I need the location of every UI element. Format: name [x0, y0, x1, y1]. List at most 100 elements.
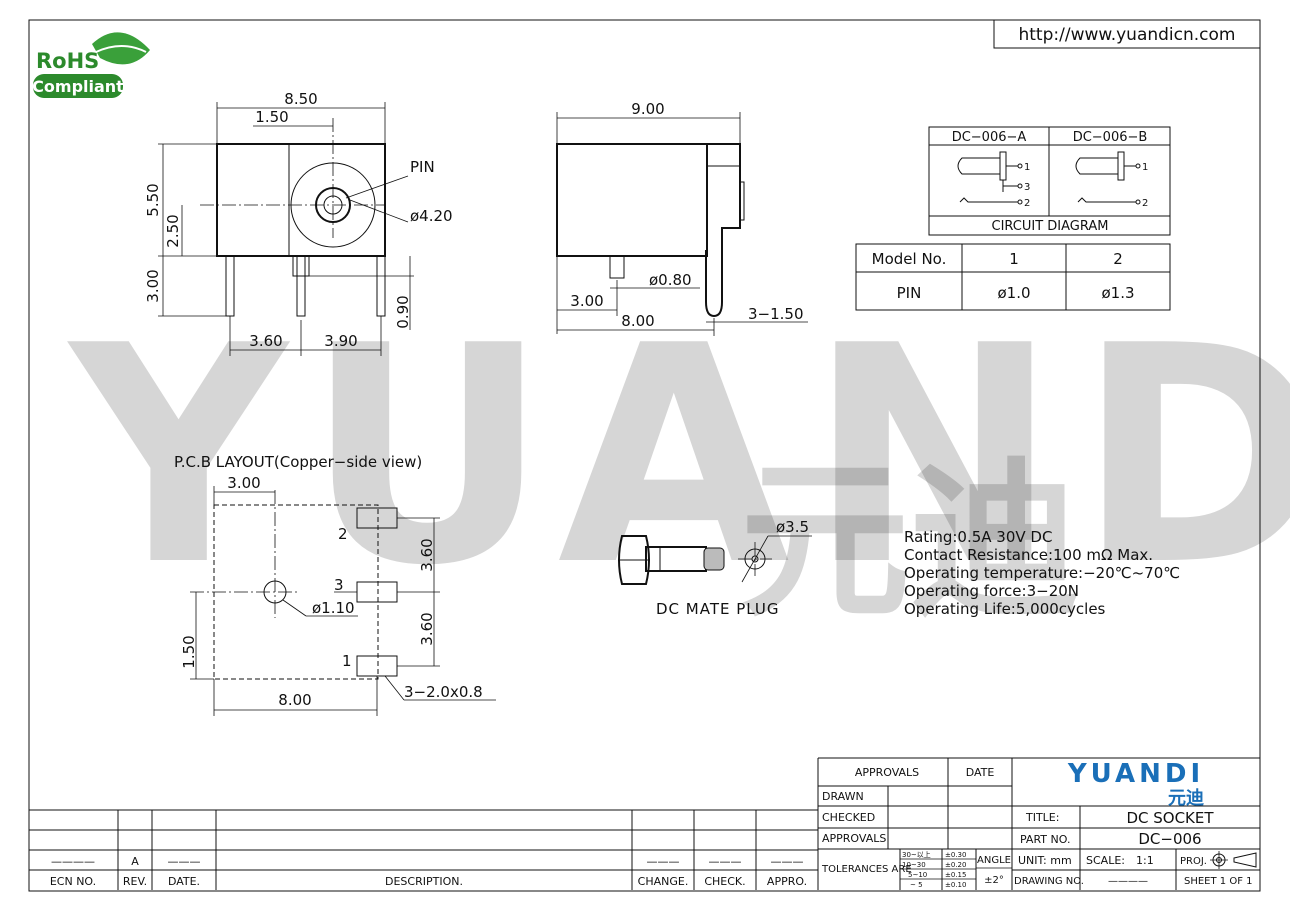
tol-range-3: 5~10 — [908, 871, 927, 879]
spec-life: Operating Life:5,000cycles — [904, 600, 1106, 618]
dim-center-height: 2.50 — [164, 214, 182, 247]
model-b-label: DC−006−B — [1073, 130, 1148, 145]
tb-part-value: DC−006 — [1138, 830, 1201, 848]
pcb-title: P.C.B LAYOUT(Copper−side view) — [174, 453, 422, 471]
model-row-2: ø1.3 — [1101, 284, 1134, 302]
pcb-dim-pad: 3−2.0x0.8 — [404, 683, 483, 701]
tb-checked: CHECKED — [822, 811, 875, 824]
dim-pin-pos: 3.00 — [570, 292, 603, 310]
dim-pin-offset: 0.90 — [394, 295, 412, 328]
rev-appro-label: APPRO. — [767, 875, 807, 888]
side-pin-large — [705, 250, 723, 318]
pcb-dim-bottom: 8.00 — [278, 691, 311, 709]
plug-caption: DC MATE PLUG — [656, 600, 780, 618]
tb-angle-value: ±2° — [984, 875, 1004, 886]
watermark-cjk: 元迪 — [740, 443, 1080, 641]
tb-title-label: TITLE: — [1025, 811, 1059, 824]
dim-hole-dia: ø4.20 — [410, 207, 453, 225]
pad-label-3: 3 — [334, 576, 344, 594]
dim-pin-dia: ø0.80 — [649, 271, 692, 289]
dim-pin-width: 3−1.50 — [748, 305, 804, 323]
rev-ecn-label: ECN NO. — [50, 875, 96, 888]
dim-offset: 1.50 — [255, 108, 288, 126]
tb-drawn: DRAWN — [822, 790, 864, 803]
dim-height: 5.50 — [144, 183, 162, 216]
model-header-1: 1 — [1009, 250, 1019, 268]
tb-part-label: PART NO. — [1020, 833, 1070, 846]
tb-scale-label: SCALE: — [1086, 854, 1125, 867]
rev-change-value: ——— — [647, 855, 680, 868]
tb-angle-label: ANGLE — [977, 855, 1011, 866]
tol-value-3: ±0.15 — [945, 871, 966, 879]
model-header-label: Model No. — [872, 250, 947, 268]
rohs-title: RoHS — [36, 49, 99, 73]
model-row-1: ø1.0 — [997, 284, 1030, 302]
dim-pin-spacing-a: 3.60 — [249, 332, 282, 350]
pcb-dim-hole: ø1.10 — [312, 599, 355, 617]
watermark: YUANDI 元迪 — [65, 282, 1290, 641]
spec-force: Operating force:3−20N — [904, 582, 1079, 600]
tb-logo-cjk: 元迪 — [1168, 788, 1204, 809]
dim-body-length: 8.00 — [621, 312, 654, 330]
spec-contact-resistance: Contact Resistance:100 mΩ Max. — [904, 546, 1153, 564]
rev-ecn-value: ———— — [51, 855, 95, 868]
pad-label-2: 2 — [338, 525, 348, 543]
tol-range-4: ~ 5 — [910, 881, 923, 889]
pcb-dim-top: 3.00 — [227, 474, 260, 492]
model-a-label: DC−006−A — [952, 130, 1027, 145]
plug-tip — [703, 547, 725, 571]
pcb-layout: P.C.B LAYOUT(Copper−side view) 2 3 1 3.0… — [174, 453, 496, 716]
tol-value-4: ±0.10 — [945, 881, 966, 889]
dim-side-length: 9.00 — [631, 100, 664, 118]
dim-pin-length: 3.00 — [144, 269, 162, 302]
dim-width: 8.50 — [284, 90, 317, 108]
rev-change-label: CHANGE. — [638, 875, 689, 888]
side-pin-small — [609, 255, 625, 279]
model-header-2: 2 — [1113, 250, 1123, 268]
spec-temperature: Operating temperature:−20℃~70℃ — [904, 564, 1180, 582]
tb-sheet: SHEET 1 OF 1 — [1184, 876, 1253, 887]
pin-b-1: 1 — [1142, 162, 1148, 173]
pin-label: PIN — [410, 158, 435, 176]
side-view: 9.00 ø0.80 3.00 8.00 3−1.50 — [556, 100, 808, 336]
pcb-dim-spacing-1: 3.60 — [418, 538, 436, 571]
pin-a-2: 2 — [1024, 198, 1030, 209]
circuit-caption: CIRCUIT DIAGRAM — [992, 219, 1109, 234]
tb-approvals: APPROVALS — [822, 832, 886, 845]
watermark-latin: YUANDI — [65, 282, 1290, 631]
front-view: 8.50 1.50 5.50 2.50 3.00 PIN ø4.20 3.60 … — [144, 90, 453, 356]
tb-date-header: DATE — [966, 766, 995, 779]
rev-date-value: ——— — [168, 855, 201, 868]
projection-icon — [1210, 851, 1257, 869]
tol-value-2: ±0.20 — [945, 861, 966, 869]
tb-unit: UNIT: mm — [1018, 854, 1072, 867]
rohs-compliant: Compliant — [32, 77, 124, 96]
tb-drawing-label: DRAWING NO. — [1014, 876, 1084, 887]
leaf-icon — [92, 32, 150, 65]
front-body — [216, 143, 386, 257]
rev-rev-label: REV. — [123, 875, 147, 888]
rev-desc-label: DESCRIPTION. — [385, 875, 463, 888]
specifications: Rating:0.5A 30V DC Contact Resistance:10… — [904, 528, 1180, 618]
tol-range-2: 10~30 — [902, 861, 926, 869]
tb-logo: YUANDI — [1067, 759, 1204, 789]
rev-rev-value: A — [131, 855, 139, 868]
rev-date-label: DATE. — [168, 875, 200, 888]
circuit-diagram: DC−006−A DC−006−B 1 3 2 1 2 CIRCUIT DIAG… — [928, 126, 1171, 236]
sheet-border — [28, 19, 1261, 892]
side-body — [556, 143, 708, 257]
url-box: http://www.yuandicn.com — [993, 19, 1261, 49]
rev-appro-value: ——— — [771, 855, 804, 868]
tb-drawing-value: ———— — [1108, 876, 1148, 887]
pad-label-1: 1 — [342, 652, 352, 670]
pcb-dim-spacing-2: 3.60 — [418, 612, 436, 645]
tol-range-1: 30~以上 — [902, 850, 931, 859]
pin-b-2: 2 — [1142, 198, 1148, 209]
pcb-dim-left: 1.50 — [180, 635, 198, 668]
tb-title-value: DC SOCKET — [1126, 809, 1214, 827]
spec-rating: Rating:0.5A 30V DC — [904, 528, 1052, 546]
tb-approvals-header: APPROVALS — [855, 766, 919, 779]
plug-dia: ø3.5 — [776, 518, 809, 536]
pcb-pad-1 — [356, 655, 398, 677]
pin-a-3: 3 — [1024, 182, 1030, 193]
